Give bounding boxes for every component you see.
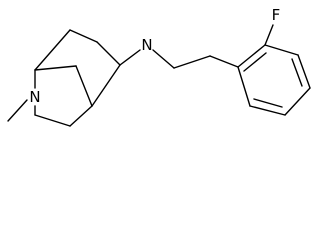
- bond-inner-bridge-bottom: [75, 65, 93, 107]
- bond-phenyl-2: [264, 44, 299, 56]
- bond-ring-to-amine: [119, 49, 141, 66]
- fluorine-label: F: [272, 6, 281, 24]
- bond-phenyl-4: [284, 87, 311, 116]
- bond-phenyl-5-double: [253, 98, 283, 108]
- bond-ring-top-left: [69, 29, 98, 43]
- bond-left-bridge-lower: [34, 114, 71, 127]
- bond-left-bridge-upper: [34, 29, 71, 71]
- bond-ring-top-right: [96, 41, 121, 66]
- bond-ring-bottom-left: [69, 105, 93, 127]
- bond-n-methyl: [7, 99, 28, 122]
- bond-ethyl-chain: [173, 55, 211, 69]
- bond-phenyl-3-double: [291, 58, 303, 87]
- chemical-structure: N N F: [7, 6, 311, 127]
- amine-nitrogen-label: N: [141, 36, 152, 54]
- bond-phenyl-5: [249, 105, 286, 116]
- bond-c-f: [264, 24, 274, 46]
- bond-phenyl-3: [297, 54, 311, 89]
- bond-ring-bottom-right: [91, 64, 121, 107]
- bond-phenyl-1: [237, 44, 266, 68]
- bond-ethyl-to-phenyl: [209, 55, 239, 68]
- bond-phenyl-6: [237, 66, 251, 107]
- bond-amine-to-ethyl: [152, 49, 175, 69]
- bond-inner-bridge-top: [34, 65, 77, 71]
- bridge-nitrogen-label: N: [29, 88, 40, 106]
- bond-phenyl-1-double: [243, 52, 267, 72]
